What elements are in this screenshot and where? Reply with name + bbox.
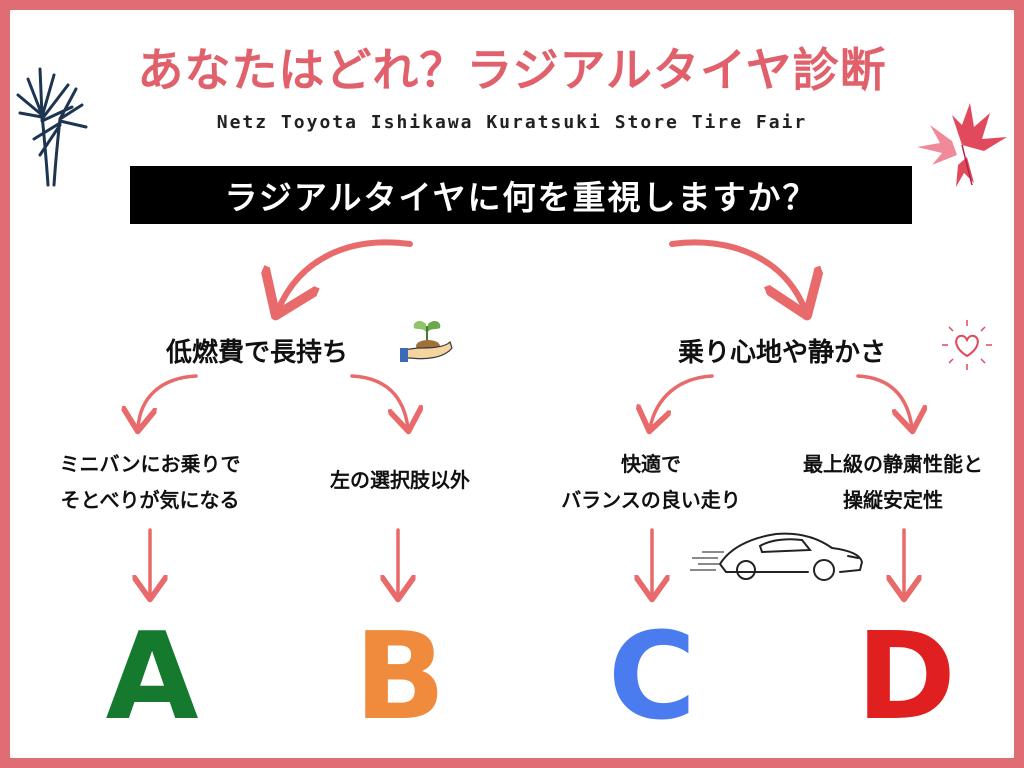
option-b-text: 左の選択肢以外	[290, 462, 510, 498]
page-subtitle: Netz Toyota Ishikawa Kuratsuki Store Tir…	[216, 112, 808, 133]
red-leaves-icon	[917, 103, 1007, 187]
question-banner: ラジアルタイヤに何を重視しますか？	[130, 166, 912, 224]
result-letter-a: A	[105, 608, 199, 747]
arrow-to-left-branch	[278, 239, 413, 310]
result-letter-d: D	[856, 608, 956, 747]
branch-left-label: 低燃費で長持ち	[166, 338, 349, 368]
option-d-line1: 最上級の静粛性能と	[803, 452, 983, 476]
arrow-to-option-c	[650, 374, 714, 428]
result-letter-b: B	[354, 608, 446, 747]
arrow-to-option-a	[138, 374, 198, 428]
branch-right-label: 乗り心地や静かさ	[678, 338, 887, 368]
palm-leaf-icon	[16, 67, 88, 187]
option-c-text: 快適で バランスの良い走り	[516, 446, 786, 518]
page-title: あなたはどれ？ラジアルタイヤ診断	[137, 43, 887, 97]
car-icon	[690, 532, 864, 581]
option-a-line2: そとべりが気になる	[60, 488, 240, 512]
arrow-to-option-b	[350, 374, 408, 428]
option-a-line1: ミニバンにお乗りで	[59, 452, 241, 476]
option-d-text: 最上級の静粛性能と 操縦安定性	[770, 446, 1016, 518]
option-c-line1: 快適で	[621, 452, 681, 476]
seedling-hand-icon	[400, 321, 453, 362]
option-c-line2: バランスの良い走り	[561, 488, 741, 512]
heart-icon	[942, 320, 992, 370]
option-a-text: ミニバンにお乗りで そとべりが気になる	[20, 446, 280, 518]
option-b-line1: 左の選択肢以外	[330, 468, 470, 492]
arrow-to-option-d	[856, 374, 912, 428]
arrow-to-right-branch	[669, 239, 805, 310]
result-letter-c: C	[607, 608, 697, 747]
option-d-line2: 操縦安定性	[843, 488, 943, 512]
